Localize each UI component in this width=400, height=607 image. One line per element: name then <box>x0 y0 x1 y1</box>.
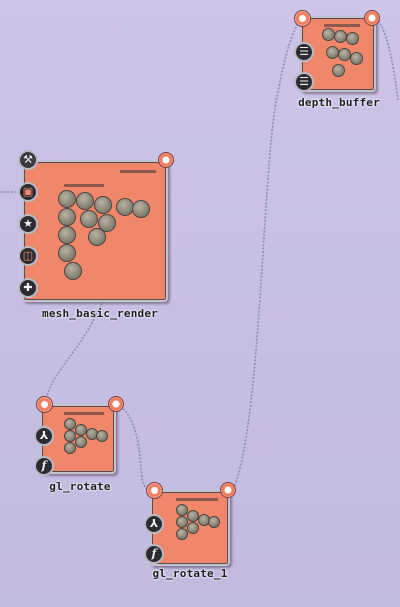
gl-rotate-output-port[interactable] <box>108 396 124 412</box>
mini-node <box>58 244 76 262</box>
axes-icon[interactable]: ⅄ <box>144 514 164 534</box>
gl-rotate-input-port[interactable] <box>36 396 53 413</box>
depth-buffer-output-port[interactable] <box>364 10 380 26</box>
mini-node <box>176 504 188 516</box>
gl-rotate-1-input-port[interactable] <box>146 482 163 499</box>
mini-node <box>64 418 76 430</box>
gl-rotate-1-output-port[interactable] <box>220 482 236 498</box>
mini-node <box>176 528 188 540</box>
mini-node <box>64 430 76 442</box>
grid-icon[interactable]: ☰ <box>294 42 314 62</box>
wire-gl-rotate-to-gl-rotate-1[interactable] <box>117 403 155 492</box>
mini-node <box>208 516 220 528</box>
mini-node <box>96 430 108 442</box>
plus-icon[interactable]: ✚ <box>18 278 38 298</box>
node-mesh-basic-render[interactable] <box>22 160 168 302</box>
mini-node <box>187 522 199 534</box>
mini-node <box>346 32 359 45</box>
hammer-icon[interactable]: ⚒ <box>18 150 38 170</box>
mesh-render-output-port[interactable] <box>158 152 174 168</box>
mini-label <box>176 498 218 501</box>
mini-node <box>94 196 112 214</box>
mini-label <box>324 24 360 27</box>
mini-node <box>75 436 87 448</box>
gl-rotate-title: gl_rotate <box>49 480 111 493</box>
mini-node <box>64 262 82 280</box>
mini-node <box>58 208 76 226</box>
function-icon[interactable]: f <box>144 544 164 564</box>
mini-node <box>350 52 363 65</box>
mini-node <box>322 28 335 41</box>
mini-node <box>88 228 106 246</box>
mini-node <box>58 226 76 244</box>
mini-node <box>334 30 347 43</box>
mesh-basic-render-title: mesh_basic_render <box>42 307 158 320</box>
grid-icon[interactable]: ☰ <box>294 72 314 92</box>
mini-node <box>58 190 76 208</box>
mini-node <box>132 200 150 218</box>
mini-node <box>326 46 339 59</box>
mini-label <box>64 412 104 415</box>
mini-node <box>80 210 98 228</box>
mini-node <box>176 516 188 528</box>
wire-depth-buffer-out[interactable] <box>375 17 399 101</box>
function-icon[interactable]: f <box>34 456 54 476</box>
mini-label <box>120 170 156 173</box>
mini-label <box>64 184 104 187</box>
mini-node <box>76 192 94 210</box>
stars-icon[interactable]: ★ <box>18 214 38 234</box>
depth-buffer-title: depth_buffer <box>298 96 380 109</box>
gl-rotate-1-title: gl_rotate_1 <box>152 567 228 580</box>
mini-node <box>64 442 76 454</box>
axes-icon[interactable]: ⅄ <box>34 426 54 446</box>
mini-node <box>98 214 116 232</box>
mini-node <box>332 64 345 77</box>
box-icon[interactable]: ◫ <box>18 246 38 266</box>
wire-gl-rotate-1-to-depth-buffer[interactable] <box>231 17 303 493</box>
cube-icon[interactable]: ▣ <box>18 182 38 202</box>
depth-buffer-input-port[interactable] <box>294 10 311 27</box>
